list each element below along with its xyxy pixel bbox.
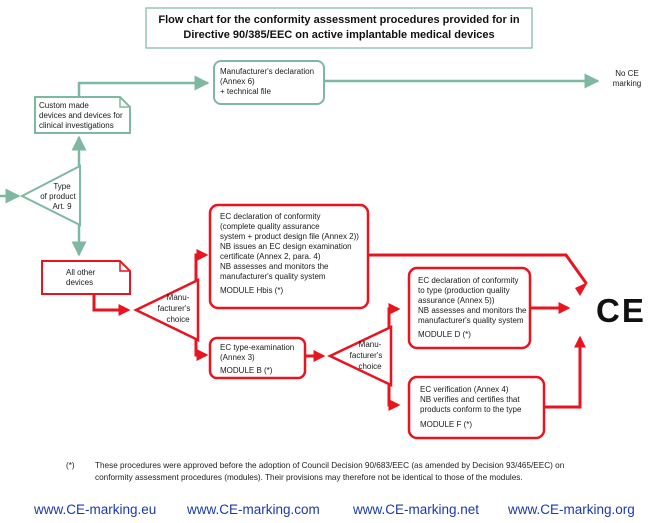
ce-mark-logo: CE	[596, 292, 646, 329]
ec-declaration-type-line-2: to type (production quality	[418, 286, 510, 295]
ec-type-examination-line-2: (Annex 3)	[220, 353, 255, 362]
type-of-product-line-3: Art. 9	[52, 202, 72, 211]
ec-declaration-full-module: MODULE Hbis (*)	[220, 286, 283, 295]
choice-2-line-3: choice	[358, 362, 382, 371]
ec-declaration-full-line-1: EC declaration of conformity	[220, 212, 321, 221]
no-ce-line-2: marking	[613, 79, 641, 88]
ec-declaration-full-line-2: (complete quality assurance	[220, 222, 320, 231]
type-of-product-line-2: of product	[40, 192, 76, 201]
choice-1-line-2: facturer's	[158, 304, 191, 313]
choice-2-line-1: Manu-	[359, 340, 382, 349]
ec-declaration-type-line-1: EC declaration of conformity	[418, 276, 519, 285]
manufacturers-declaration-line-2: (Annex 6)	[220, 77, 255, 86]
link-ce-marking-com[interactable]: www.CE-marking.com	[186, 502, 320, 517]
custom-made-devices-box: Custom made devices and devices for clin…	[34, 96, 131, 134]
ec-declaration-full-line-5: certificate (Annex 2, para. 4)	[220, 252, 321, 261]
ec-type-examination-box: EC type-examination (Annex 3) MODULE B (…	[208, 336, 307, 380]
website-links: www.CE-marking.eu www.CE-marking.com www…	[33, 502, 635, 517]
no-ce-marking-label: No CE marking	[613, 69, 641, 88]
type-of-product-decision: Type of product Art. 9	[19, 164, 81, 227]
manufacturers-declaration-line-3: + technical file	[220, 87, 271, 96]
title-box: Flow chart for the conformity assessment…	[145, 7, 533, 49]
ec-declaration-type-module: MODULE D (*)	[418, 330, 471, 339]
title-line-2: Directive 90/385/EEC on active implantab…	[183, 29, 494, 41]
all-other-devices-box: All other devices	[41, 260, 131, 295]
type-of-product-line-1: Type	[53, 182, 71, 191]
ce-upper-arrowhead	[575, 282, 588, 296]
ec-declaration-type-box: EC declaration of conformity to type (pr…	[407, 266, 532, 350]
green-connectors	[0, 73, 600, 257]
ec-verification-box: EC verification (Annex 4) NB verifies an…	[407, 375, 546, 440]
ec-declaration-type-line-3: assurance (Annex 5))	[418, 296, 495, 305]
footnote-line-1: These procedures were approved before th…	[95, 461, 565, 470]
custom-made-line-3: clinical investigations	[39, 121, 114, 130]
manufacturers-choice-2-decision: Manu- facturer's choice	[327, 325, 393, 387]
ec-verification-line-2: NB verifies and certifies that	[420, 395, 520, 404]
ec-type-examination-module: MODULE B (*)	[220, 366, 273, 375]
link-ce-marking-eu[interactable]: www.CE-marking.eu	[33, 502, 156, 517]
ec-declaration-type-line-4: NB assesses and monitors the	[418, 306, 527, 315]
title-line-1: Flow chart for the conformity assessment…	[158, 14, 520, 26]
all-other-line-2: devices	[66, 278, 93, 287]
manufacturers-choice-1-decision: Manu- facturer's choice	[133, 278, 200, 342]
ec-type-examination-line-1: EC type-examination	[220, 343, 294, 352]
link-ce-marking-net[interactable]: www.CE-marking.net	[352, 502, 479, 517]
ec-verification-line-1: EC verification (Annex 4)	[420, 385, 509, 394]
ec-declaration-full-line-3: system + product design file (Annex 2))	[220, 232, 359, 241]
all-other-line-1: All other	[66, 268, 96, 277]
ec-declaration-type-line-5: manufacturer's quality system	[418, 316, 524, 325]
manufacturers-declaration-line-1: Manufacturer's declaration	[220, 67, 314, 76]
ec-declaration-full-line-6: NB assesses and monitors the	[220, 262, 329, 271]
custom-made-line-1: Custom made	[39, 101, 89, 110]
ec-verification-module: MODULE F (*)	[420, 420, 472, 429]
no-ce-line-1: No CE	[615, 69, 639, 78]
choice-2-line-2: facturer's	[350, 351, 383, 360]
footnote-line-2: conformity assessment procedures (module…	[95, 473, 523, 482]
link-ce-marking-org[interactable]: www.CE-marking.org	[507, 502, 635, 517]
ec-declaration-full-box: EC declaration of conformity (complete q…	[208, 203, 370, 310]
choice-1-line-3: choice	[166, 315, 190, 324]
choice-1-line-1: Manu-	[167, 293, 190, 302]
ec-declaration-full-line-4: NB issues an EC design examination	[220, 242, 352, 251]
ec-declaration-full-line-7: manufacturer's quality system	[220, 272, 326, 281]
custom-made-line-2: devices and devices for	[39, 111, 123, 120]
red-connectors	[92, 249, 588, 411]
manufacturers-declaration-box: Manufacturer's declaration (Annex 6) + t…	[213, 60, 325, 105]
footnote: (*) These procedures were approved befor…	[66, 461, 565, 482]
footnote-marker: (*)	[66, 461, 75, 470]
ec-verification-line-3: products conform to the type	[420, 405, 522, 414]
